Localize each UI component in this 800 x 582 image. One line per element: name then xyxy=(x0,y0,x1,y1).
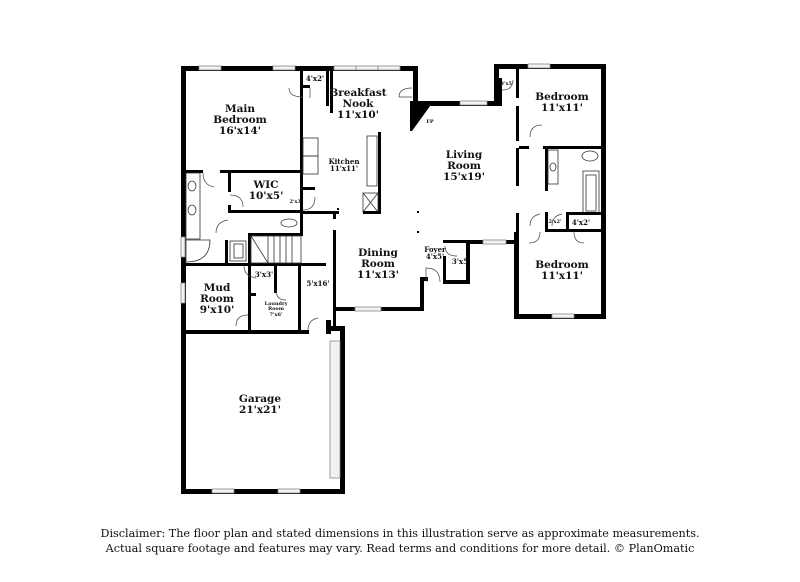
room-name: Room xyxy=(447,160,481,173)
fireplace-shape xyxy=(410,102,433,131)
room-label-closet-3x3: 3'x3' xyxy=(254,270,274,279)
room-name: Nook xyxy=(342,98,374,111)
room-name: Living xyxy=(445,149,483,161)
room-dimensions: 2'x3' xyxy=(289,199,303,205)
room-dimensions: 4'x2' xyxy=(305,74,325,83)
room-label-closet-3x5-foyer: 3'x5' xyxy=(451,257,471,266)
room-name: Foyer xyxy=(424,245,446,254)
stairs xyxy=(250,235,302,264)
room-dimensions: 16'x14' xyxy=(219,125,261,138)
room-dimensions: 3'x3' xyxy=(254,270,274,279)
room-dimensions: 9'x10' xyxy=(199,304,235,317)
door-swings xyxy=(202,79,585,331)
room-dimensions: 4'x5' xyxy=(425,252,445,262)
room-dimensions: 5'x16' xyxy=(306,279,330,288)
disclaimer-line-1: Disclaimer: The floor plan and stated di… xyxy=(100,527,700,540)
room-name: Laundry xyxy=(264,301,288,307)
fixtures xyxy=(185,149,599,264)
room-dimensions: 21'x21' xyxy=(239,404,281,417)
disclaimer: Disclaimer: The floor plan and stated di… xyxy=(0,526,800,556)
windows xyxy=(180,63,575,494)
room-label-pantry: 2'x3' xyxy=(289,199,303,205)
room-name: FP xyxy=(426,119,434,125)
room-name: Main xyxy=(224,103,256,115)
room-name: Dining xyxy=(358,247,398,259)
room-name: Garage xyxy=(238,393,282,405)
room-dimensions: 11'x10' xyxy=(337,109,379,122)
room-name: Room xyxy=(200,293,234,306)
room-name: Bedroom xyxy=(213,114,267,127)
room-dimensions: 3'x5' xyxy=(451,257,471,266)
room-dimensions: 4'x2' xyxy=(571,218,591,227)
room-name: Bedroom xyxy=(535,259,589,271)
room-dimensions: 11'x11' xyxy=(330,164,358,174)
interior-walls xyxy=(181,66,601,331)
room-dimensions: 15'x19' xyxy=(443,171,485,184)
room-dimensions: 3'x5' xyxy=(500,81,514,87)
room-dimensions: 11'x11' xyxy=(541,270,583,283)
room-label-closet-4x2-top: 4'x2' xyxy=(305,74,325,83)
room-name: Kitchen xyxy=(328,157,360,166)
room-label-closet-3x5-ne: 3'x5' xyxy=(500,81,514,87)
room-name: Bedroom xyxy=(535,91,589,103)
room-dimensions: 11'x13' xyxy=(357,269,399,282)
room-dimensions: 10'x5' xyxy=(248,190,284,203)
room-name: Room xyxy=(361,258,395,271)
room-dimensions: 7'x6' xyxy=(269,311,283,318)
room-label-closet-4x2-se: 4'x2' xyxy=(571,218,591,227)
room-label-hall-5x16: 5'x16' xyxy=(306,279,330,288)
room-label-closet-2x2: 2'x2' xyxy=(548,219,562,225)
room-name: Room xyxy=(267,306,285,313)
room-dimensions: 11'x11' xyxy=(541,102,583,115)
disclaimer-line-2: Actual square footage and features may v… xyxy=(105,542,695,555)
room-dimensions: 2'x2' xyxy=(548,219,562,225)
room-name: WIC xyxy=(253,179,279,191)
room-name: Mud xyxy=(203,282,231,294)
room-label-fireplace: FP xyxy=(426,119,434,125)
room-name: Breakfast xyxy=(329,87,387,99)
